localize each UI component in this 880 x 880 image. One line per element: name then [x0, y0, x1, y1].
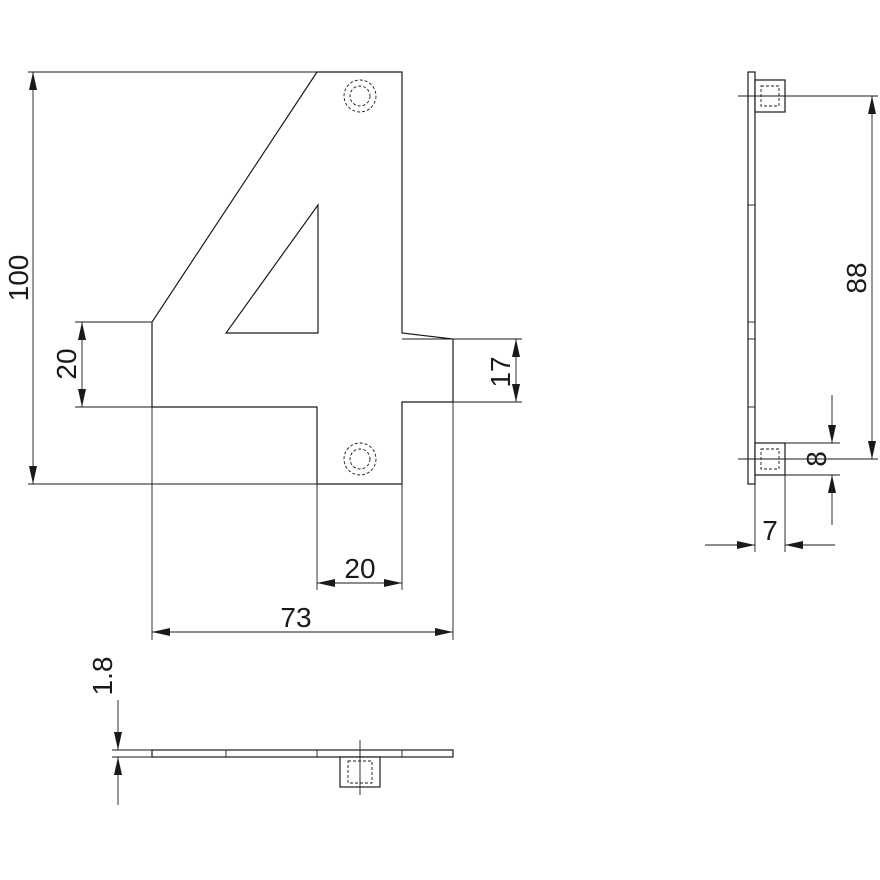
dim-label-7: 7: [762, 515, 778, 546]
side-view: 88 8 7: [705, 71, 878, 552]
dim-label-20-horizontal: 20: [344, 553, 375, 584]
dim-thickness: 1.8: [87, 657, 152, 805]
dim-overall-width: 73: [152, 602, 453, 636]
front-view: 100 20 17 20 73: [3, 71, 522, 640]
dim-label-73: 73: [280, 602, 311, 633]
dim-bar-height: 20: [51, 322, 86, 407]
numeral-four-counter: [224, 203, 319, 334]
plate-side: [747, 71, 756, 485]
dim-fixing-depth: 7: [705, 475, 835, 552]
dim-arm-height: 17: [485, 339, 520, 402]
fixing-pin-plan: [339, 740, 381, 795]
dim-label-8: 8: [801, 451, 832, 467]
dim-label-88: 88: [841, 262, 872, 293]
fixing-hole-top: [343, 79, 377, 113]
dim-stem-width: 20: [317, 553, 402, 587]
plan-view: 1.8: [87, 657, 454, 805]
dim-label-100: 100: [3, 255, 34, 302]
fixing-hole-bottom: [343, 442, 377, 476]
dim-label-20-vertical: 20: [51, 348, 82, 379]
dim-label-1-8: 1.8: [87, 657, 118, 696]
dim-label-17: 17: [485, 356, 516, 387]
dim-fixing-height: 8: [785, 395, 840, 525]
dim-overall-height: 100: [3, 72, 37, 484]
dim-fixing-spacing: 88: [785, 95, 878, 460]
plate-edge: [151, 749, 454, 758]
